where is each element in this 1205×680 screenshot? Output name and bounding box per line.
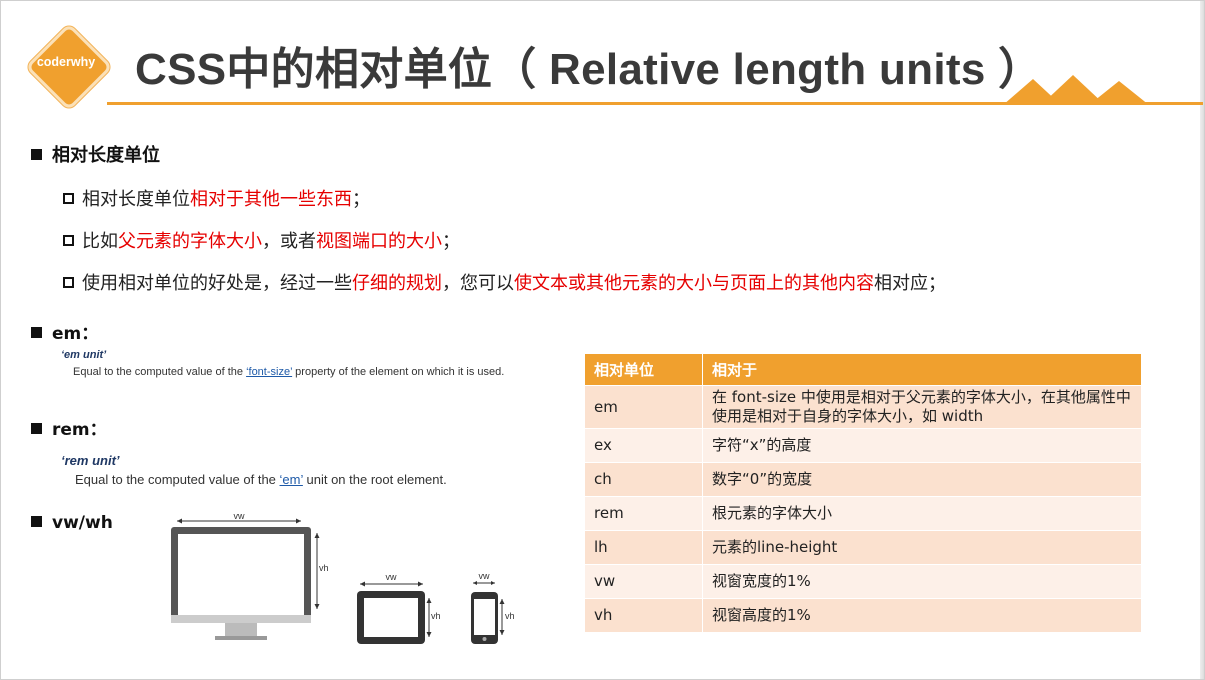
highlight-text: 视图端口的大小 [316,231,442,252]
table-cell-description: 根元素的字体大小 [702,496,1142,531]
square-bullet-icon [31,516,42,527]
bullet-text: ； [352,189,370,210]
section-heading-em: em： [31,319,98,344]
bullet-line: 比如父元素的字体大小，或者视图端口的大小； [63,227,460,253]
section-heading-relative-units: 相对长度单位 [31,141,160,167]
bullet-text: ，或者 [262,231,316,252]
bullet-text: 相对长度单位 [82,189,190,210]
viewport-devices-illustration: vw vh vw vh vw [171,511,515,644]
bullet-text: ； [442,231,460,252]
table-cell-unit: lh [584,530,703,565]
table-cell-unit: vh [584,598,703,633]
logo-text: coderwhy [36,55,96,69]
title-underline [107,102,1203,105]
tablet-vh-label: vh [431,611,441,621]
highlight-text: 相对于其他一些东西 [190,189,352,210]
mountains-decoration [1003,75,1149,105]
font-size-link[interactable]: ‘font-size’ [246,366,293,378]
highlight-text: 父元素的字体大小 [118,231,262,252]
logo: coderwhy [25,23,113,111]
table-cell-description: 元素的line-height [702,530,1142,565]
hollow-square-bullet-icon [63,193,74,204]
square-bullet-icon [31,327,42,338]
highlight-text: 仔细的规划 [352,273,442,294]
bullet-text: 比如 [82,231,118,252]
phone-vw-label: vw [479,571,491,581]
rem-definition-body: Equal to the computed value of the ‘em’ … [75,472,447,487]
em-link[interactable]: ‘em’ [279,472,303,487]
slide-edge [1200,1,1204,679]
hollow-square-bullet-icon [63,277,74,288]
tablet-icon: vw vh [357,572,441,644]
table-cell-unit: vw [584,564,703,599]
table-cell-description: 视窗高度的1% [702,598,1142,633]
phone-vh-label: vh [505,611,515,621]
phone-icon: vw vh [471,571,515,644]
bullet-text: 使用相对单位的好处是，经过一些 [82,273,352,294]
desktop-vw-label: vw [234,511,246,521]
rem-definition-term: ‘rem unit’ [61,453,120,468]
square-bullet-icon [31,423,42,434]
table-cell-description: 视窗宽度的1% [702,564,1142,599]
highlight-text: 使文本或其他元素的大小与页面上的其他内容 [514,273,874,294]
tablet-vw-label: vw [386,572,398,582]
em-definition-body: Equal to the computed value of the ‘font… [73,366,505,378]
table-cell-description: 在 font-size 中使用是相对于父元素的字体大小，在其他属性中使用是相对于… [702,385,1142,429]
desktop-vh-label: vh [319,563,329,573]
page-title: CSS中的相对单位（ Relative length units ） [135,45,1043,94]
table-header-row: 相对单位 相对于 [584,353,1142,386]
em-definition-term: ‘em unit’ [61,349,107,361]
bullet-line: 使用相对单位的好处是，经过一些仔细的规划，您可以使文本或其他元素的大小与页面上的… [63,269,946,295]
table-cell-description: 数字“0”的宽度 [702,462,1142,497]
table-header-relative-to: 相对于 [702,353,1142,386]
table-cell-unit: rem [584,496,703,531]
section-heading-rem: rem： [31,415,107,440]
table-cell-unit: ex [584,428,703,463]
square-bullet-icon [31,149,42,160]
table-cell-unit: em [584,385,703,429]
table-header-unit: 相对单位 [584,353,703,386]
table-cell-description: 字符“x”的高度 [702,428,1142,463]
table-cell-unit: ch [584,462,703,497]
bullet-text: 相对应； [874,273,946,294]
section-heading-vw-wh: vw/wh [31,513,113,533]
hollow-square-bullet-icon [63,235,74,246]
bullet-line: 相对长度单位相对于其他一些东西； [63,185,370,211]
desktop-monitor-icon: vw vh [171,511,329,640]
bullet-text: ，您可以 [442,273,514,294]
